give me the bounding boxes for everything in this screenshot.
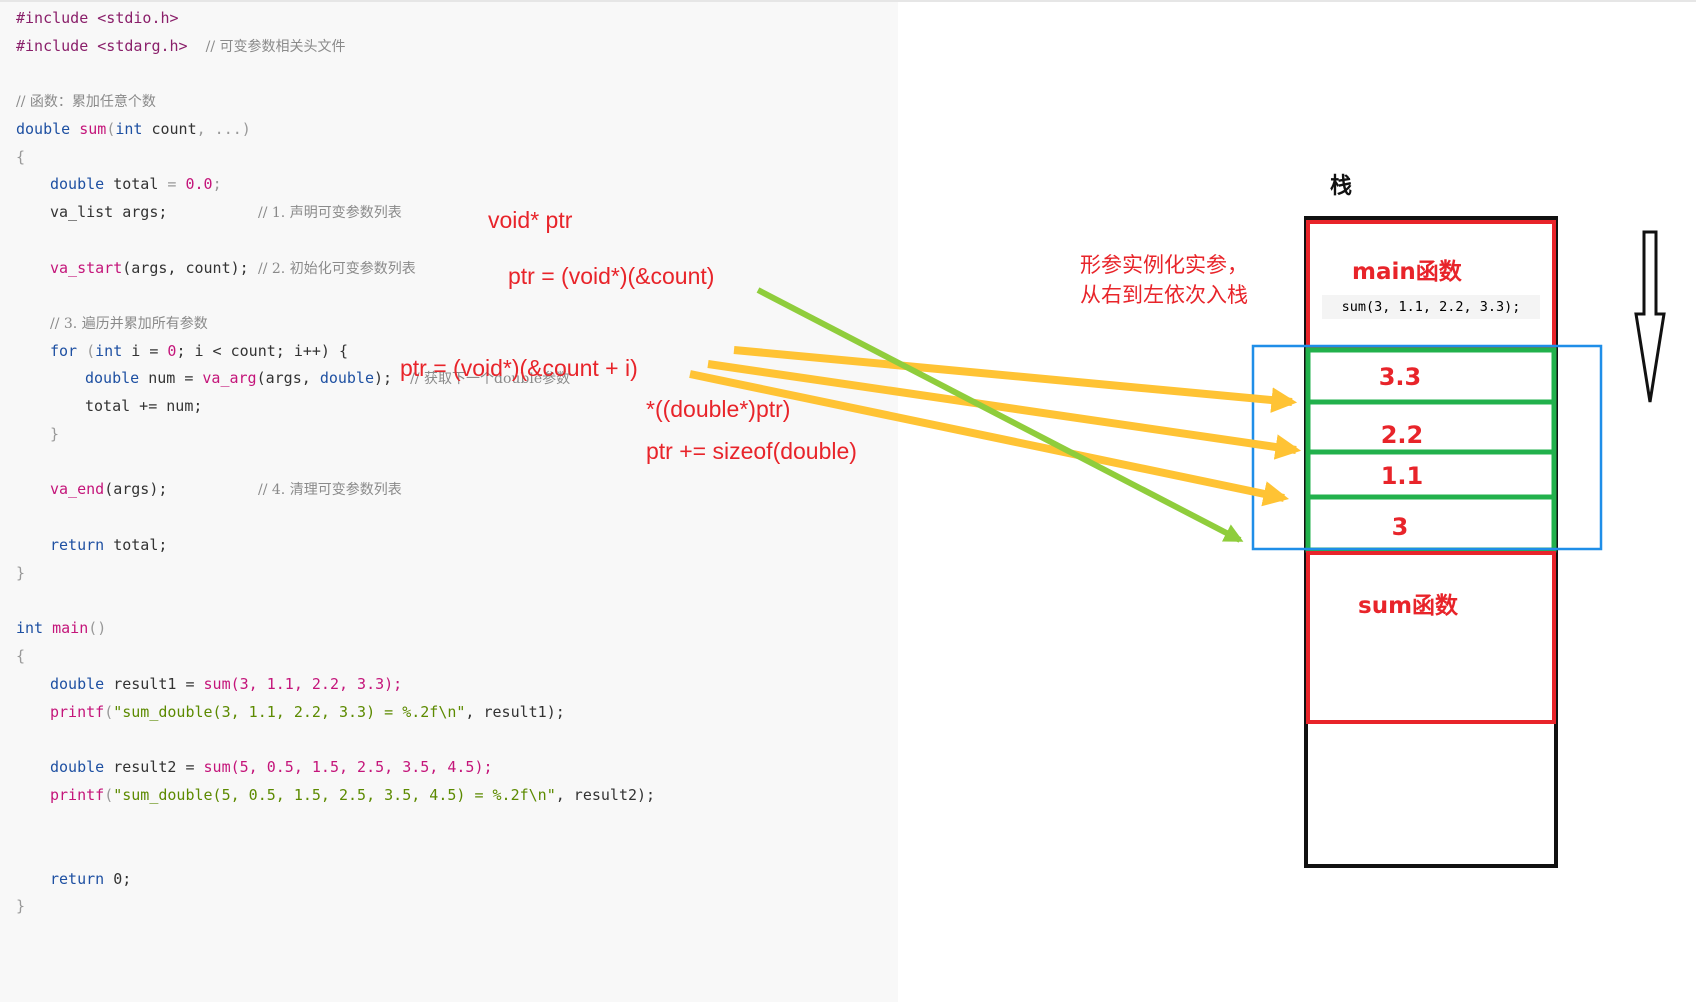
stack-title: 栈 — [1330, 174, 1353, 199]
cell-box-3 — [1305, 494, 1557, 553]
cell-box-3.3 — [1305, 347, 1557, 405]
code-comment-va-end: // 4. 清理可变参数列表 — [258, 482, 402, 498]
code-line-include-stdio: #include <stdio.h> — [16, 9, 179, 27]
code-comment-va-start: // 2. 初始化可变参数列表 — [258, 261, 416, 277]
arrow-to-2.2 — [707, 360, 1302, 460]
stack-cell-value: 2.2 — [1380, 421, 1424, 449]
annotation-deref: *((double*)ptr) — [646, 396, 791, 422]
code-line-va-start: va_start(args, count); — [50, 259, 249, 277]
code-line-printf2: printf("sum_double(5, 0.5, 1.5, 2.5, 3.5… — [50, 786, 656, 804]
main-frame-label: main函数 — [1352, 259, 1462, 285]
code-panel: #include <stdio.h> #include <stdarg.h> /… — [0, 2, 898, 1002]
arrow-to-1.1 — [689, 370, 1290, 507]
arrow-to-count — [756, 287, 1244, 543]
code-line-va-arg: double num = va_arg(args, double); // 获取… — [85, 369, 571, 387]
code-line-inner-close: } — [50, 425, 60, 443]
main-frame-call: sum(3, 1.1, 2.2, 3.3); — [1322, 295, 1540, 319]
code-line-main-signature: int main() — [16, 619, 107, 637]
annotation-instantiate-note: 形参实例化实参，从右到左依次入栈 — [1080, 253, 1248, 307]
code-line-va-end: va_end(args); — [50, 480, 168, 498]
code-line-result1: double result1 = sum(3, 1.1, 2.2, 3.3); — [50, 675, 403, 693]
code-line-total-add: total += num; — [85, 397, 203, 415]
code-line-va-list: va_list args; — [50, 203, 168, 221]
stack-cell-value: 3.3 — [1378, 363, 1422, 391]
sum-frame-box — [1306, 551, 1556, 724]
code-line-for: for (int i = 0; i < count; i++) { — [50, 342, 349, 360]
annotation-void-ptr: void* ptr — [488, 207, 573, 233]
code-line-include-stdarg: #include <stdarg.h> // 可变参数相关头文件 — [16, 37, 346, 55]
annotation-ptr-inc: ptr += sizeof(double) — [646, 438, 857, 464]
code-line-total-decl: double total = 0.0; — [50, 175, 222, 193]
code-comment-va-list: // 1. 声明可变参数列表 — [258, 205, 402, 221]
code-line-open-brace: { — [16, 148, 26, 166]
stack-cell-value: 1.1 — [1380, 462, 1424, 490]
code-line-loop-comment: // 3. 遍历并累加所有参数 — [50, 316, 208, 332]
top-border — [0, 0, 1696, 2]
code-line-printf1: printf("sum_double(3, 1.1, 2.2, 3.3) = %… — [50, 703, 565, 721]
code-line-close-brace: } — [16, 564, 26, 582]
annotation-ptr-index: ptr = (void*)(&count + i) — [400, 355, 638, 381]
stack-growth-arrow — [1634, 230, 1666, 403]
code-line-result2: double result2 = sum(5, 0.5, 1.5, 2.5, 3… — [50, 758, 493, 776]
code-line-func-comment: // 函数：累加任意个数 — [16, 94, 156, 110]
arrow-to-3.3 — [733, 346, 1298, 413]
code-line-main-open: { — [16, 647, 26, 665]
code-line-return-zero: return 0; — [50, 870, 132, 888]
code-line-sum-signature: double sum(int count, ...) — [16, 120, 251, 138]
annotation-ptr-init: ptr = (void*)(&count) — [508, 263, 715, 289]
code-line-return-total: return total; — [50, 536, 168, 554]
code-line-main-close: } — [16, 897, 26, 915]
stack-cell-value: 3 — [1391, 513, 1409, 541]
sum-frame-label: sum函数 — [1358, 593, 1459, 619]
